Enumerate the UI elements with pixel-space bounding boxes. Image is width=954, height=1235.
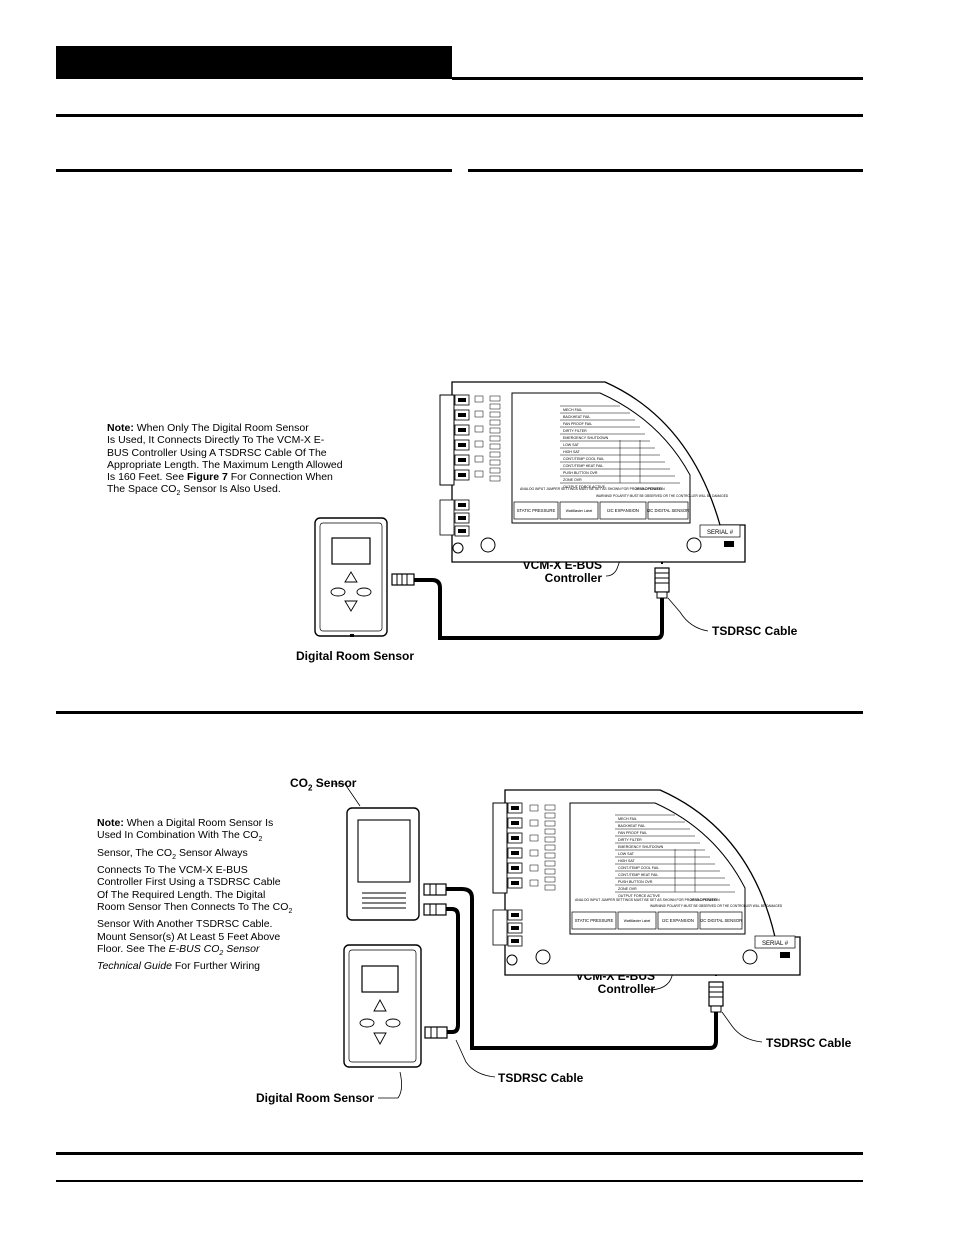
svg-text:OUTPUT FORCE ACTIVE: OUTPUT FORCE ACTIVE [563,485,606,489]
svg-text:FAN PROOF FAIL: FAN PROOF FAIL [618,831,647,835]
figure1-diagram: MECH FAIL BACKHEAT FAIL FAN PROOF FAIL D… [314,381,746,640]
svg-text:STATIC PRESSURE: STATIC PRESSURE [517,508,556,513]
svg-text:LOW SAT: LOW SAT [563,443,580,447]
header-rule [452,77,863,80]
svg-text:PUSH BUTTON OVR: PUSH BUTTON OVR [618,880,653,884]
column-rule-left [56,169,452,172]
section-rule-top [56,114,863,117]
svg-text:ZONE OVR: ZONE OVR [618,887,637,891]
svg-text:WARNING! POLARITY MUST BE OBSE: WARNING! POLARITY MUST BE OBSERVED OR TH… [650,904,783,908]
svg-text:SERIAL #: SERIAL # [762,941,789,947]
figure2-cable-label-left: TSDRSC Cable [498,1071,584,1085]
svg-text:WARNING! POLARITY MUST BE OBSE: WARNING! POLARITY MUST BE OBSERVED OR TH… [596,494,729,498]
svg-text:EMERGENCY SHUTDOWN: EMERGENCY SHUTDOWN [563,436,609,440]
svg-text:BACKHEAT FAIL: BACKHEAT FAIL [618,824,645,828]
svg-text:ANALOG INPUT JUMPER SETTINGS M: ANALOG INPUT JUMPER SETTINGS MUST BE SET… [575,898,720,902]
figure1-sensor-label: Digital Room Sensor [296,649,415,663]
svg-text:DIRTY FILTER: DIRTY FILTER [618,838,642,842]
digital-room-sensor-1 [314,517,388,637]
svg-text:STATIC PRESSURE: STATIC PRESSURE [575,918,614,923]
column-rule-right [468,169,863,172]
figure2-cable-label-right: TSDRSC Cable [766,1036,852,1050]
svg-text:EMERGENCY SHUTDOWN: EMERGENCY SHUTDOWN [618,845,664,849]
svg-text:CONT./TEMP COOL FAIL: CONT./TEMP COOL FAIL [563,457,604,461]
figure-divider-rule [56,711,863,714]
svg-text:CONT./TEMP HEAT FAIL: CONT./TEMP HEAT FAIL [618,873,658,877]
svg-text:HIGH SAT: HIGH SAT [618,859,636,863]
svg-text:CONT./TEMP COOL FAIL: CONT./TEMP COOL FAIL [618,866,659,870]
svg-text:HIGH SAT: HIGH SAT [563,450,581,454]
svg-text:MECH FAIL: MECH FAIL [618,817,637,821]
svg-text:24 VAC POWER: 24 VAC POWER [690,898,717,902]
controller-board-2: MECH FAIL BACKHEAT FAIL FAN PROOF FAIL D… [492,789,801,976]
figure2-diagram: MECH FAIL BACKHEAT FAIL FAN PROOF FAIL D… [332,783,801,1099]
digital-room-sensor-2 [343,944,422,1068]
svg-text:WattMaster Label: WattMaster Label [566,509,593,513]
co2-sensor [346,807,420,921]
svg-text:WattMaster Label: WattMaster Label [624,919,651,923]
svg-text:24 VAC POWER: 24 VAC POWER [635,487,662,491]
header-bar [56,46,452,79]
figure1-cable-label: TSDRSC Cable [712,624,798,638]
svg-text:I2C EXPANSION: I2C EXPANSION [607,508,639,513]
svg-text:I2C EXPANSION: I2C EXPANSION [662,918,694,923]
svg-text:I2C DIGITAL SENSOR: I2C DIGITAL SENSOR [647,508,689,513]
footer-rule-bottom [56,1180,863,1182]
svg-text:BACKHEAT FAIL: BACKHEAT FAIL [563,415,590,419]
controller-board-1: MECH FAIL BACKHEAT FAIL FAN PROOF FAIL D… [439,381,746,563]
svg-text:LOW SAT: LOW SAT [618,852,635,856]
figure2-note: Note: When a Digital Room Sensor Is Used… [97,817,293,973]
footer-rule-top [56,1152,863,1155]
figure2-sensor-label: Digital Room Sensor [256,1091,375,1105]
svg-text:CONT./TEMP HEAT FAIL: CONT./TEMP HEAT FAIL [563,464,603,468]
svg-text:MECH FAIL: MECH FAIL [563,408,582,412]
svg-text:PUSH BUTTON OVR: PUSH BUTTON OVR [563,471,598,475]
svg-text:SERIAL #: SERIAL # [707,530,734,536]
svg-text:ZONE OVR: ZONE OVR [563,478,582,482]
svg-text:OUTPUT FORCE ACTIVE: OUTPUT FORCE ACTIVE [618,894,661,898]
svg-text:I2C DIGITAL SENSOR: I2C DIGITAL SENSOR [700,918,742,923]
figure1-note: Note: When Only The Digital Room Sensor … [107,422,343,498]
svg-text:DIRTY FILTER: DIRTY FILTER [563,429,587,433]
svg-text:FAN PROOF FAIL: FAN PROOF FAIL [563,422,592,426]
svg-text:ANALOG INPUT JUMPER SETTINGS M: ANALOG INPUT JUMPER SETTINGS MUST BE SET… [520,487,665,491]
